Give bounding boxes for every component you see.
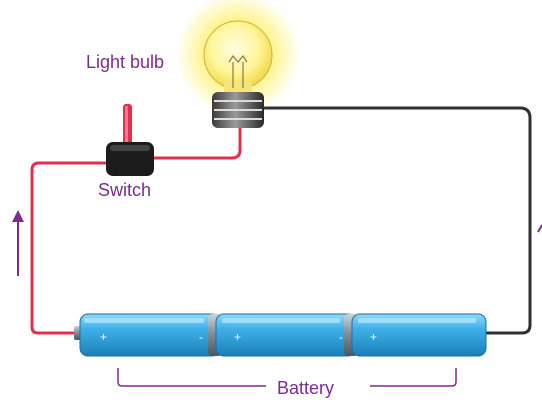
battery-cell: + [351, 313, 487, 357]
light-bulb [176, 0, 300, 128]
battery-label: Battery [277, 378, 335, 398]
wire-red [30, 161, 110, 335]
switch-label: Switch [98, 180, 152, 200]
cell-positive-sign: + [370, 330, 377, 344]
cell-negative-sign: - [199, 330, 203, 344]
battery-bracket [117, 368, 457, 387]
battery-cell: + - [79, 313, 222, 357]
cell-positive-sign: + [234, 330, 241, 344]
current-arrow-down [537, 224, 542, 233]
cell-negative-sign: - [339, 330, 343, 344]
current-arrow-up [12, 210, 24, 276]
bulb-filament [228, 54, 248, 88]
switch [106, 104, 154, 176]
wire-dark [264, 106, 532, 335]
cell-positive-sign: + [100, 330, 107, 344]
wire-red-switch-to-bulb [152, 126, 242, 160]
bulb-glass [203, 20, 273, 90]
light-bulb-label: Light bulb [86, 52, 165, 72]
battery-cell: + - [215, 313, 358, 357]
